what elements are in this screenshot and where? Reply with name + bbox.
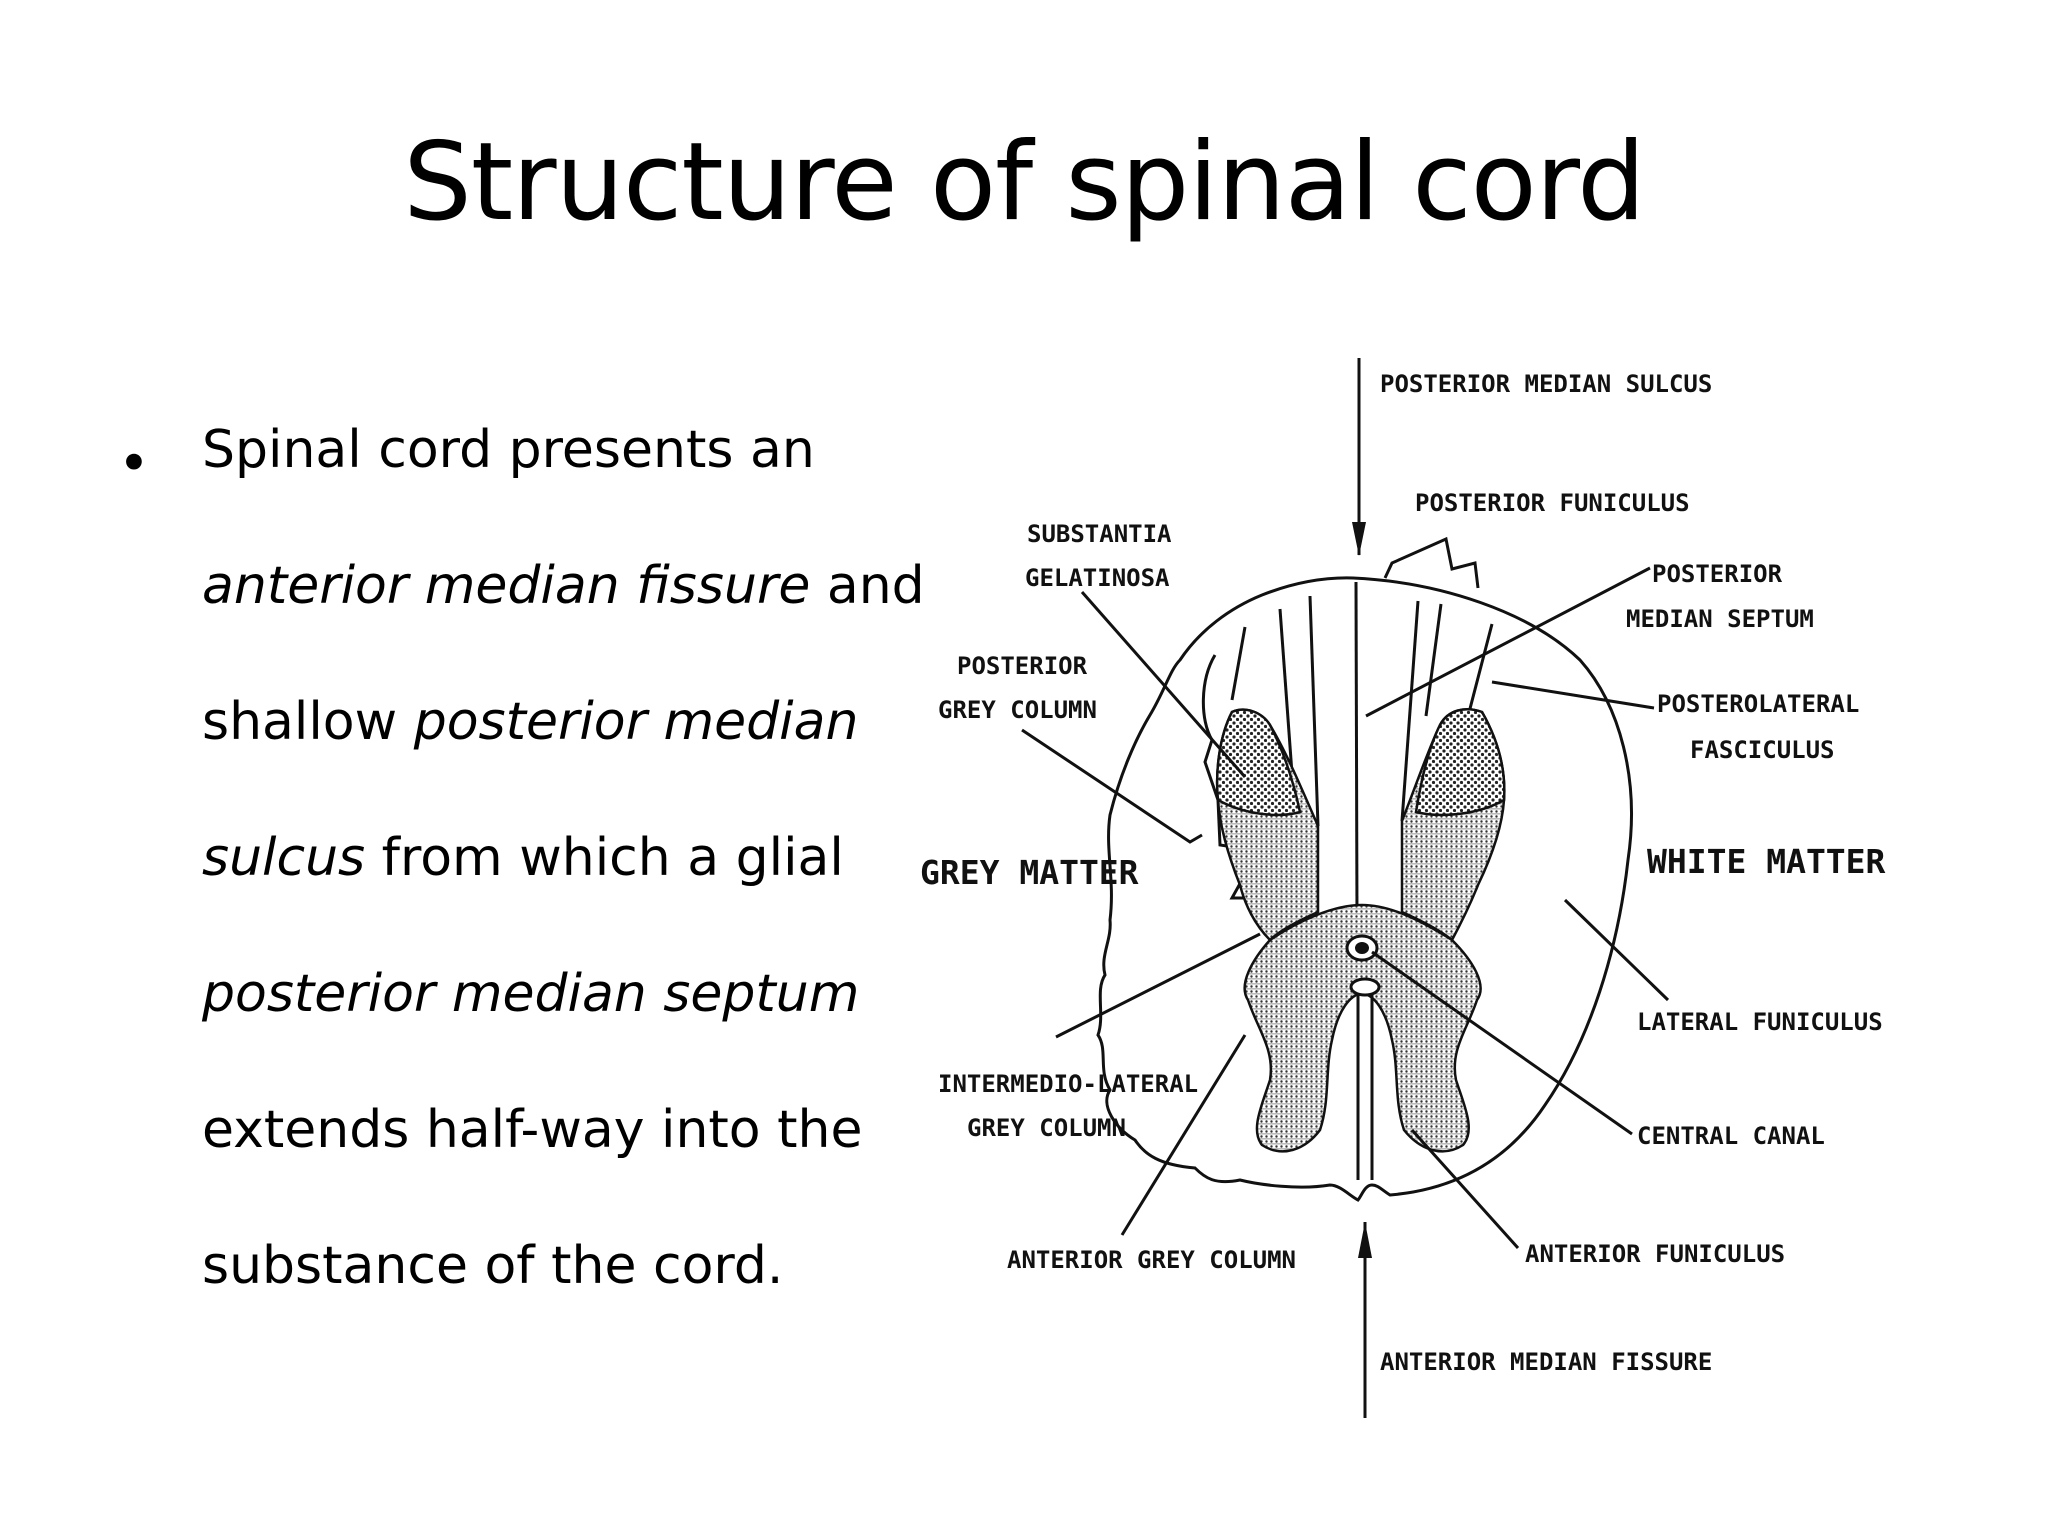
label-posterior-median-septum-1: POSTERIOR [1652,560,1783,588]
text-run-italic: anterior median fissure [202,556,811,616]
label-anterior-grey-column: ANTERIOR GREY COLUMN [1007,1246,1296,1274]
label-posterior-grey-column-2: GREY COLUMN [938,696,1097,724]
label-posterior-median-sulcus: POSTERIOR MEDIAN SULCUS [1380,370,1712,398]
label-intermedio-lateral-1: INTERMEDIO-LATERAL [938,1070,1198,1098]
posterior-median-septum [1354,581,1359,923]
label-lateral-funiculus: LATERAL FUNICULUS [1637,1008,1883,1036]
text-run: and [810,556,925,616]
leader-intermedio-lateral [1055,932,1261,1039]
label-white-matter: WHITE MATTER [1647,842,1886,881]
arrowhead-icon [1352,522,1366,556]
leader-central-canal [1371,950,1633,1136]
arrowhead-icon [1358,1222,1372,1258]
bullet-line-1: Spinal cord presents an [202,420,815,480]
text-run: extends half-way into the [202,1100,863,1160]
bullet-marker: • [118,432,150,495]
label-substantia-gelatinosa-2: GELATINOSA [1025,564,1170,592]
leader-substantia-gelatinosa [1080,591,1247,778]
central-canal-inner [1355,942,1369,954]
text-run: from which a glial [365,828,844,888]
leader-lateral-funiculus [1563,898,1670,1002]
text-run-italic: posterior median [413,692,859,752]
leader-anterior-grey-column [1120,1034,1247,1236]
leader-posterior-median-septum [1365,566,1651,718]
fasciculus-line [1230,626,1247,701]
text-run: Spinal cord presents an [202,420,815,480]
label-posterolateral-fasciculus-1: POSTEROLATERAL [1657,690,1859,718]
label-intermedio-lateral-2: GREY COLUMN [967,1114,1126,1142]
label-posterolateral-fasciculus-2: FASCICULUS [1690,736,1835,764]
label-substantia-gelatinosa-1: SUBSTANTIA [1027,520,1172,548]
fasciculus-line [1308,595,1320,827]
label-grey-matter: GREY MATTER [920,853,1139,892]
label-posterior-median-septum-2: MEDIAN SEPTUM [1626,605,1814,633]
bullet-line-2: anterior median fissure and [202,556,925,616]
bullet-line-5: posterior median septum [202,964,859,1024]
bullet-line-7: substance of the cord. [202,1236,783,1296]
leader-posterolateral-fasciculus [1491,680,1655,710]
text-run: shallow [202,692,414,752]
text-run-italic: sulcus [202,828,366,888]
bullet-line-6: extends half-way into the [202,1100,863,1160]
grey-matter-commissure [1243,903,1482,1153]
posterior-funiculus-bracket [1383,536,1480,589]
bullet-line-3: shallow posterior median [202,692,858,752]
label-posterior-funiculus: POSTERIOR FUNICULUS [1415,489,1690,517]
slide-title: Structure of spinal cord [403,120,1645,245]
label-central-canal: CENTRAL CANAL [1637,1122,1825,1150]
bullet-line-4: sulcus from which a glial [202,828,844,888]
leader-anterior-funiculus [1410,1128,1520,1250]
text-run: substance of the cord. [202,1236,784,1296]
leader-posterior-grey-column [1021,728,1203,844]
label-posterior-grey-column-1: POSTERIOR [957,652,1088,680]
substantia-gelatinosa-left [1215,708,1302,817]
cord-outline [1096,576,1633,1202]
fasciculus-line [1424,603,1443,717]
label-anterior-funiculus: ANTERIOR FUNICULUS [1525,1240,1785,1268]
label-anterior-median-fissure: ANTERIOR MEDIAN FISSURE [1380,1348,1712,1376]
substantia-gelatinosa-right [1414,708,1506,817]
fasciculus-line [1400,600,1420,822]
anterior-fissure-top [1349,977,1381,997]
text-run-italic: posterior median septum [202,964,860,1024]
